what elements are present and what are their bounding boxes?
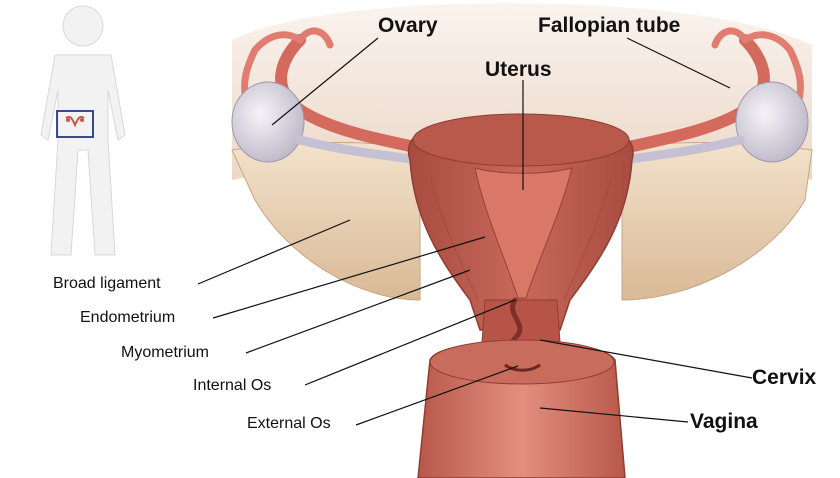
label-fallopian-tube: Fallopian tube [538,14,680,38]
body-silhouette-icon [41,6,125,255]
uterus-fundus [413,114,629,166]
label-broad-ligament: Broad ligament [53,275,161,293]
label-ovary: Ovary [378,14,438,38]
label-vagina: Vagina [690,410,758,434]
broad-ligament-shape-right [622,143,812,301]
label-internal-os: Internal Os [193,377,271,395]
label-external-os: External Os [247,415,331,433]
label-uterus: Uterus [485,58,552,82]
label-myometrium: Myometrium [121,344,209,362]
broad-ligament-shape [232,143,420,301]
label-cervix: Cervix [752,366,816,390]
ovary-left-shape [232,82,304,162]
label-endometrium: Endometrium [80,309,175,327]
vaginal-fornix [430,340,614,384]
ovary-right-shape [736,82,808,162]
